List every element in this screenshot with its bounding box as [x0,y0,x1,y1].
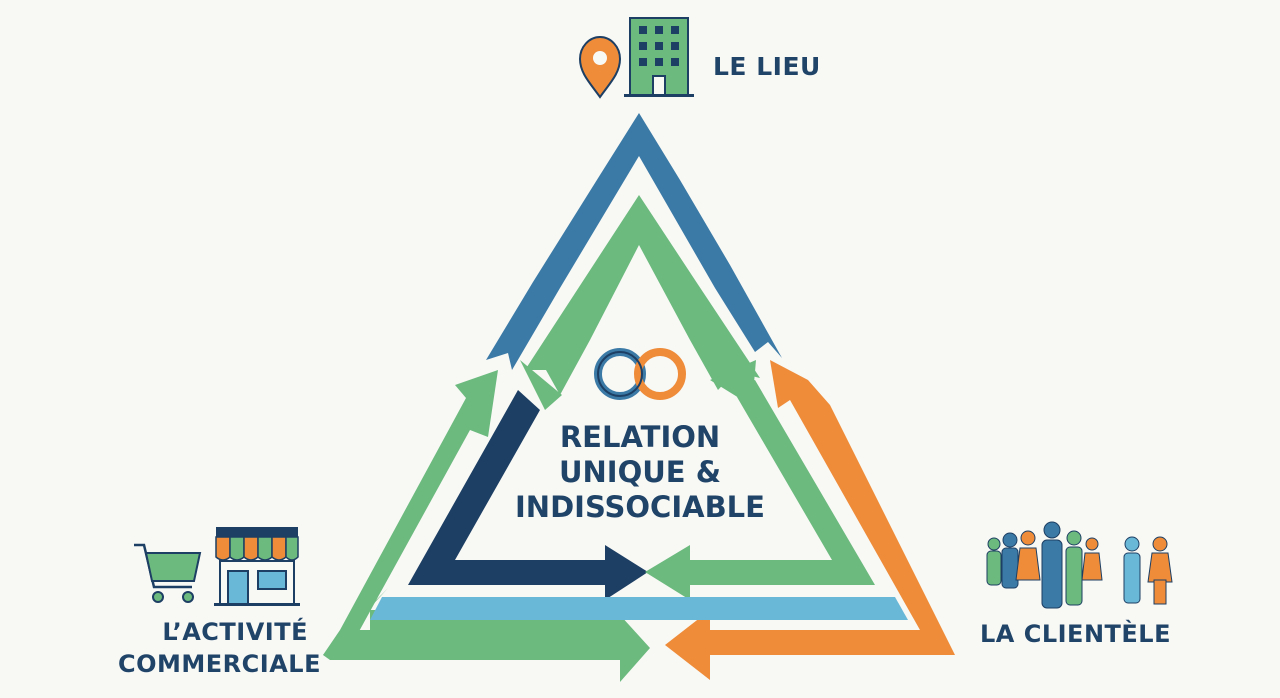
label-activite-line2: COMMERCIALE [118,650,321,678]
left-green-arrow [323,370,650,682]
label-le-lieu: LE LIEU [713,52,821,81]
label-activite-line1: L’ACTIVITÉ [162,618,308,646]
storefront-icon [214,527,300,606]
building-icon [624,17,694,97]
right-green-arrow [645,380,875,600]
base-band [370,597,908,620]
center-line2: UNIQUE & [558,455,721,489]
navy-arrow [408,390,648,600]
location-pin-icon [578,35,622,99]
people-group-icon [986,521,1173,609]
center-line3: INDISSOCIABLE [515,490,765,524]
label-la-clientele: LA CLIENTÈLE [980,620,1171,648]
label-activite-commerciale: L’ACTIVITÉ COMMERCIALE [118,616,321,680]
right-orange-arrow [665,360,955,680]
center-relation-text: RELATION UNIQUE & INDISSOCIABLE [500,420,780,525]
shopping-cart-icon [134,543,202,603]
center-line1: RELATION [559,420,721,454]
interlinked-rings-icon [594,348,686,400]
outer-blue-arrow [486,113,782,370]
